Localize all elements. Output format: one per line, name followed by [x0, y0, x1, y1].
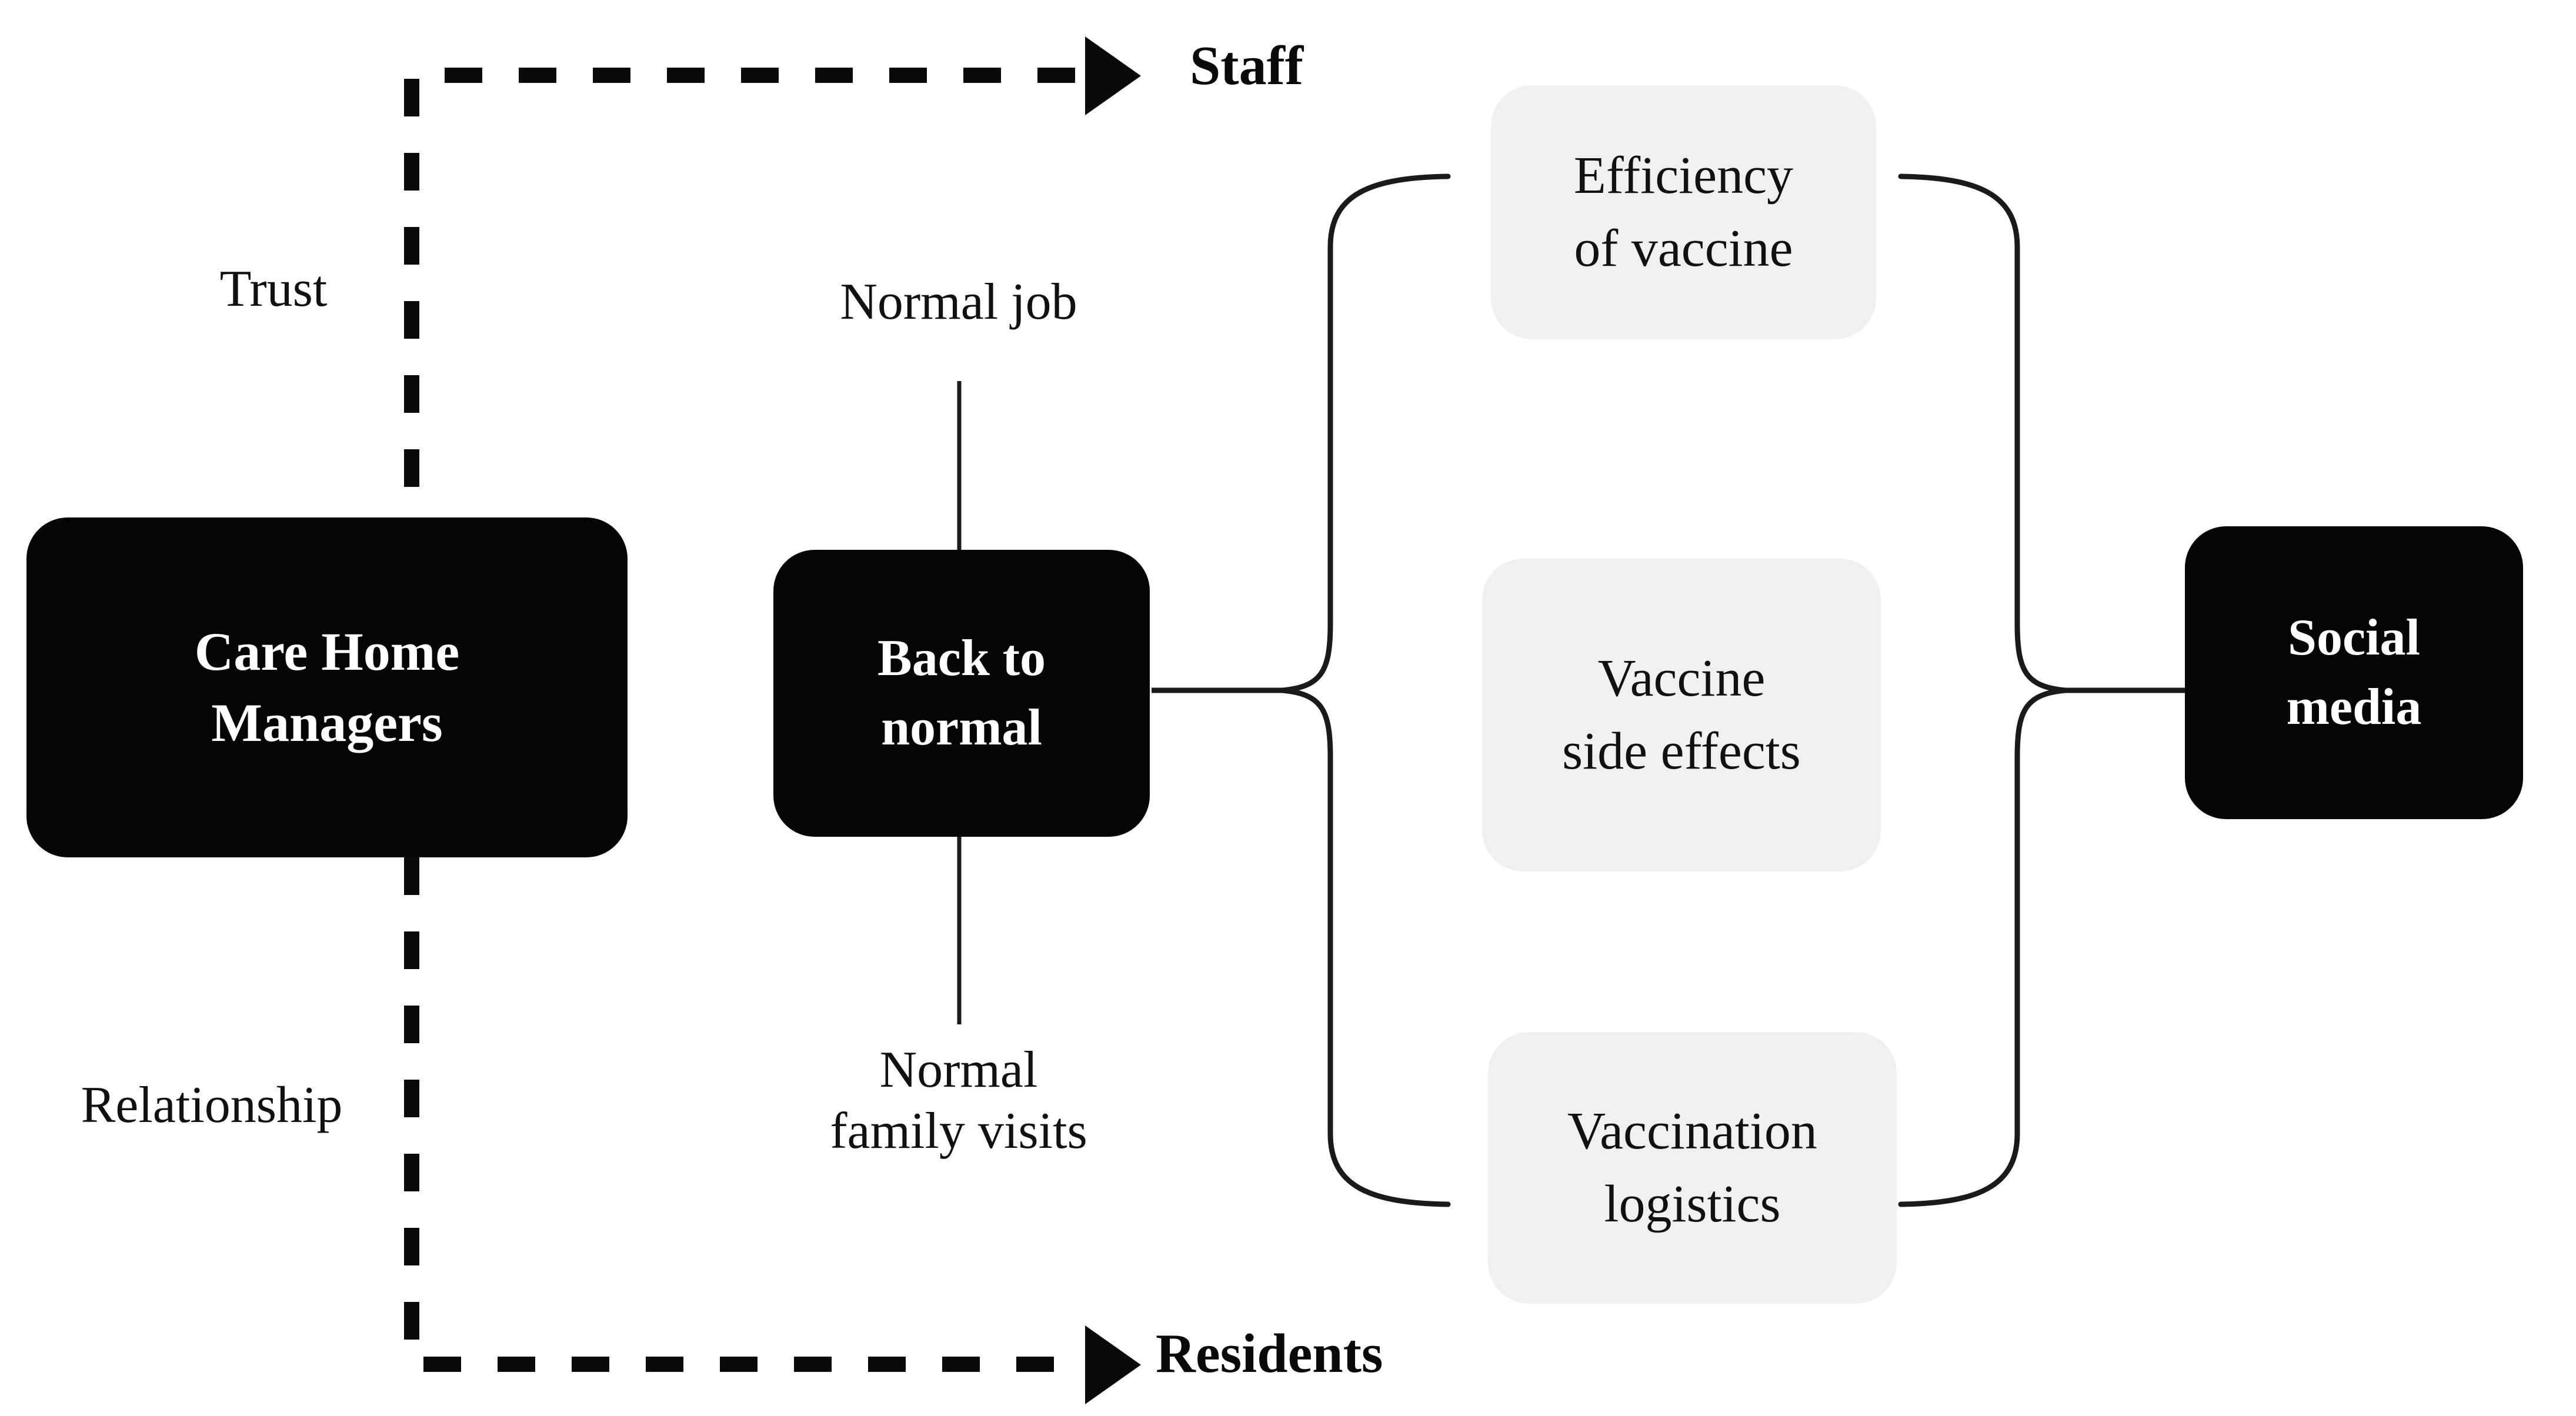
node-care-home-managers-line2: Managers — [211, 693, 443, 753]
edge-label-normal-family-visits-line1: Normal — [879, 1041, 1038, 1098]
node-back-to-normal-line2: normal — [881, 699, 1042, 756]
node-vaccination-logistics-line2: logistics — [1604, 1175, 1781, 1233]
node-back-to-normal-line1: Back to — [877, 630, 1046, 687]
node-efficiency-of-vaccine-line1: Efficiency — [1573, 146, 1794, 205]
node-vaccine-side-effects-line2: side effects — [1562, 722, 1801, 780]
edge-label-normal-job: Normal job — [840, 273, 1077, 330]
node-back-to-normal[interactable]: Back to normal — [773, 550, 1150, 837]
node-vaccine-side-effects[interactable]: Vaccine side effects — [1482, 559, 1881, 871]
node-social-media-line2: media — [2286, 679, 2422, 736]
right-brace — [1898, 173, 2066, 1207]
edge-label-normal-family-visits-line2: family visits — [830, 1102, 1087, 1160]
node-social-media[interactable]: Social media — [2185, 526, 2523, 819]
endpoint-label-residents: Residents — [1156, 1323, 1383, 1384]
node-care-home-managers-line1: Care Home — [194, 621, 460, 682]
node-social-media-line1: Social — [2288, 609, 2420, 667]
node-vaccination-logistics-line1: Vaccination — [1567, 1101, 1817, 1160]
arrowhead-residents-icon — [1085, 1325, 1141, 1404]
left-brace — [1282, 173, 1451, 1207]
node-efficiency-of-vaccine[interactable]: Efficiency of vaccine — [1491, 85, 1876, 339]
node-vaccination-logistics[interactable]: Vaccination logistics — [1488, 1032, 1897, 1304]
arrowhead-staff-icon — [1085, 36, 1141, 115]
node-efficiency-of-vaccine-line2: of vaccine — [1574, 219, 1793, 278]
edge-label-normal-family-visits: Normal family visits — [776, 1040, 1141, 1162]
node-vaccine-side-effects-line1: Vaccine — [1597, 649, 1766, 707]
edge-label-relationship: Relationship — [81, 1077, 343, 1134]
node-care-home-managers[interactable]: Care Home Managers — [26, 517, 628, 857]
edge-label-trust: Trust — [219, 261, 328, 318]
endpoint-label-staff: Staff — [1190, 35, 1304, 96]
